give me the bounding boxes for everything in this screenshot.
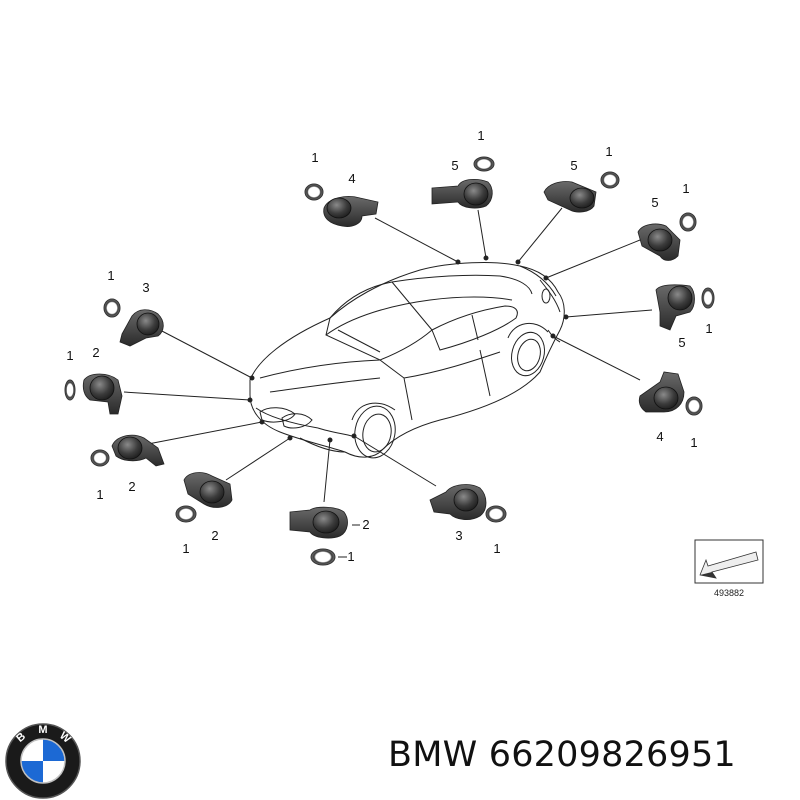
seal-ring-bottom-3 [485, 505, 507, 523]
seal-ring-left-2 [64, 379, 76, 401]
callout-number: 1 [182, 541, 189, 556]
reference-number: 493882 [714, 588, 744, 598]
sensor-right-bottom [638, 371, 703, 416]
callout-number: 1 [493, 541, 500, 556]
bmw-logo: B M W [5, 723, 81, 799]
callout-number: 3 [142, 280, 149, 295]
callout-number: 5 [570, 158, 577, 173]
leader-lines [123, 207, 653, 558]
callout-number: 5 [651, 195, 658, 210]
callout-number: 5 [451, 158, 458, 173]
sensor-left-1 [103, 298, 164, 347]
seal-ring-bottom-2 [310, 548, 336, 566]
sensor-top-right [543, 171, 620, 213]
callout-number: 1 [66, 348, 73, 363]
part-caption: BMW 66209826951 [388, 735, 736, 775]
callout-number: 4 [348, 171, 355, 186]
car-outline [249, 262, 565, 459]
callout-number: 2 [362, 517, 369, 532]
seal-ring-right-bottom [685, 396, 703, 416]
callout-numbers: 1 4 5 1 5 1 5 1 1 5 4 1 1 3 1 2 1 2 1 2 2 1 3 1 [66, 128, 712, 564]
callout-number: 4 [656, 429, 663, 444]
sensor-right-middle [655, 284, 715, 331]
callout-number: 1 [690, 435, 697, 450]
callout-number: 2 [211, 528, 218, 543]
seal-ring-top-left [304, 183, 324, 201]
seal-ring-bottom-1 [175, 505, 197, 523]
callout-number: 1 [107, 268, 114, 283]
seal-ring-top-center [473, 156, 495, 172]
sensor-bottom-3 [429, 484, 507, 523]
callout-number: 5 [678, 335, 685, 350]
callout-number: 1 [96, 487, 103, 502]
seal-ring-left-3 [90, 449, 110, 467]
sensor-right-top [637, 212, 697, 261]
callout-number: 1 [705, 321, 712, 336]
seal-ring-right-top [679, 212, 697, 232]
sensor-left-2 [64, 373, 123, 415]
callout-number: 1 [605, 144, 612, 159]
callout-number: 1 [347, 549, 354, 564]
sensor-top-center [431, 156, 495, 209]
seal-ring-right-middle [701, 287, 715, 309]
sensor-top-left [304, 183, 379, 227]
callout-number: 3 [455, 528, 462, 543]
logo-letter-m: M [38, 724, 47, 736]
reference-box: 493882 [694, 539, 764, 598]
sensor-bottom-1 [175, 472, 233, 523]
sensor-bottom-2 [289, 506, 348, 566]
callout-number: 1 [311, 150, 318, 165]
callout-number: 2 [92, 345, 99, 360]
callout-number: 2 [128, 479, 135, 494]
callout-number: 1 [682, 181, 689, 196]
callout-number: 1 [477, 128, 484, 143]
sensor-left-3 [90, 434, 165, 467]
seal-ring-left-1 [103, 298, 121, 318]
seal-ring-top-right [600, 171, 620, 189]
